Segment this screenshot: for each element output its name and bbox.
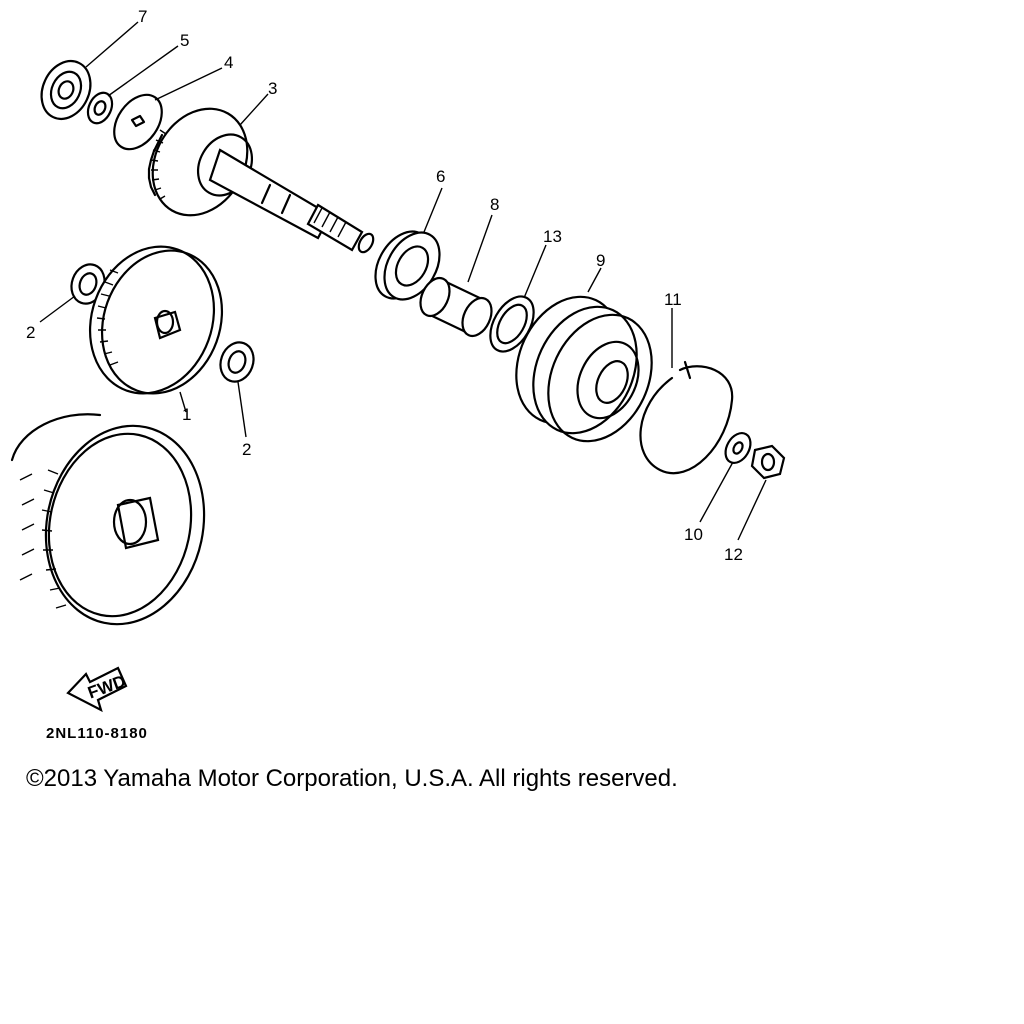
drawing-code: 2NL110-8180: [46, 725, 148, 742]
part-2-bearing-lower: [219, 341, 255, 383]
part-8-collar: [419, 276, 493, 338]
part-1-gear: [88, 245, 224, 395]
part-11-circlip: [639, 360, 734, 475]
callout-labels: 7 5 4 3 6 8 13 9 11 2 1 2 10 12: [26, 7, 743, 564]
part-9-pulley: [515, 295, 653, 443]
part-10-washer: [724, 431, 752, 465]
callout-6: 6: [436, 167, 445, 186]
part-3-gear-shaft: [147, 107, 375, 254]
part-6-bearing: [374, 230, 441, 301]
callout-7: 7: [138, 7, 147, 26]
callout-2-upper: 2: [26, 323, 35, 342]
fwd-label: FWD: [85, 671, 128, 702]
part-7-bearing: [40, 60, 92, 120]
leader-lines: [39, 21, 767, 541]
callout-4: 4: [224, 53, 233, 72]
callout-8: 8: [490, 195, 499, 214]
part-12-nut: [750, 444, 786, 480]
callout-2-lower: 2: [242, 440, 251, 459]
callout-1: 1: [182, 405, 191, 424]
clutch-housing: [10, 413, 206, 626]
callout-12: 12: [724, 545, 743, 564]
fwd-arrow-icon: FWD: [66, 666, 128, 713]
part-4-plate: [113, 93, 163, 151]
callout-3: 3: [268, 79, 277, 98]
part-5-washer: [86, 91, 114, 125]
callout-13: 13: [543, 227, 562, 246]
callout-5: 5: [180, 31, 189, 50]
copyright-notice: ©2013 Yamaha Motor Corporation, U.S.A. A…: [26, 765, 678, 792]
callout-11: 11: [664, 290, 682, 309]
callout-10: 10: [684, 525, 703, 544]
callout-9: 9: [596, 251, 605, 270]
